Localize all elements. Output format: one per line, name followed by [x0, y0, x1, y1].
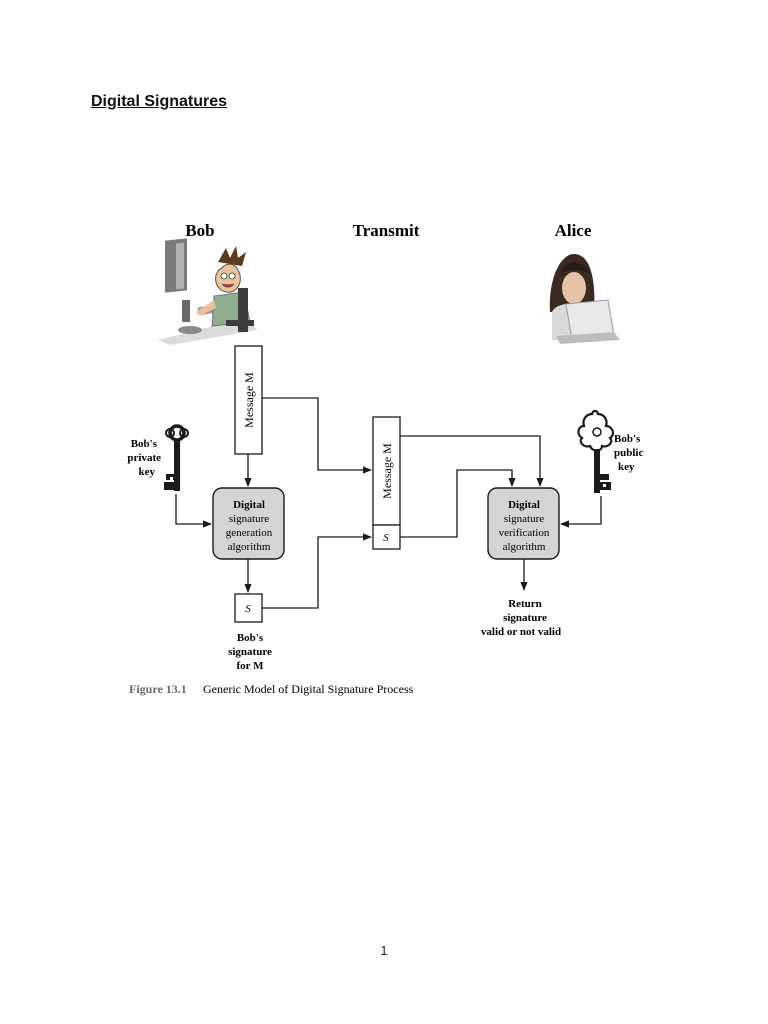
transmitted-signature-label: S	[383, 532, 389, 544]
bob-signature-label: S	[245, 603, 251, 615]
result-caption-line-3: valid or not valid	[481, 626, 561, 638]
bob-message-box	[234, 345, 263, 455]
transmitted-message-box	[372, 416, 401, 526]
receiver-label: Alice	[555, 221, 592, 240]
sender-label: Bob	[185, 221, 214, 240]
generation-box-line-1: Digital	[233, 499, 265, 511]
public-key-label-line-3: key	[618, 461, 635, 473]
private-key-label-line-1: Bob's	[131, 438, 158, 450]
public-key-label-line-1: Bob's	[614, 433, 641, 445]
bob-message-label: Message M	[242, 372, 256, 428]
signature-caption-line-1: Bob's	[237, 632, 264, 644]
generation-box-line-4: algorithm	[228, 541, 271, 553]
channel-label: Transmit	[353, 221, 420, 240]
private-key-label: Bob's private key	[127, 438, 161, 478]
verification-box-line-4: algorithm	[503, 541, 546, 553]
verification-box-line-1: Digital	[508, 499, 540, 511]
page-heading: Digital Signatures	[91, 93, 228, 110]
public-key-label-line-2: public	[614, 447, 643, 459]
page-number: 1	[380, 943, 388, 958]
private-key-label-line-2: private	[127, 452, 161, 464]
signature-caption-line-2: signature	[228, 646, 272, 658]
alice-with-laptop-image	[549, 254, 620, 344]
generation-box-line-3: generation	[226, 527, 273, 539]
signature-caption-line-3: for M	[237, 660, 265, 672]
bob-at-computer-image	[158, 238, 258, 345]
private-key-label-line-3: key	[139, 466, 156, 478]
result-caption-line-2: signature	[503, 612, 547, 624]
private-key-icon	[164, 424, 189, 491]
generation-box-line-2: signature	[229, 513, 269, 525]
verification-box-line-3: verification	[499, 527, 550, 539]
public-key-icon	[577, 409, 615, 493]
transmitted-message-label: Message M	[380, 443, 394, 499]
verification-box-line-2: signature	[504, 513, 544, 525]
figure-caption-text: Generic Model of Digital Signature Proce…	[203, 682, 414, 696]
result-caption-line-1: Return	[508, 598, 542, 610]
figure-caption-number: Figure 13.1	[129, 682, 187, 696]
